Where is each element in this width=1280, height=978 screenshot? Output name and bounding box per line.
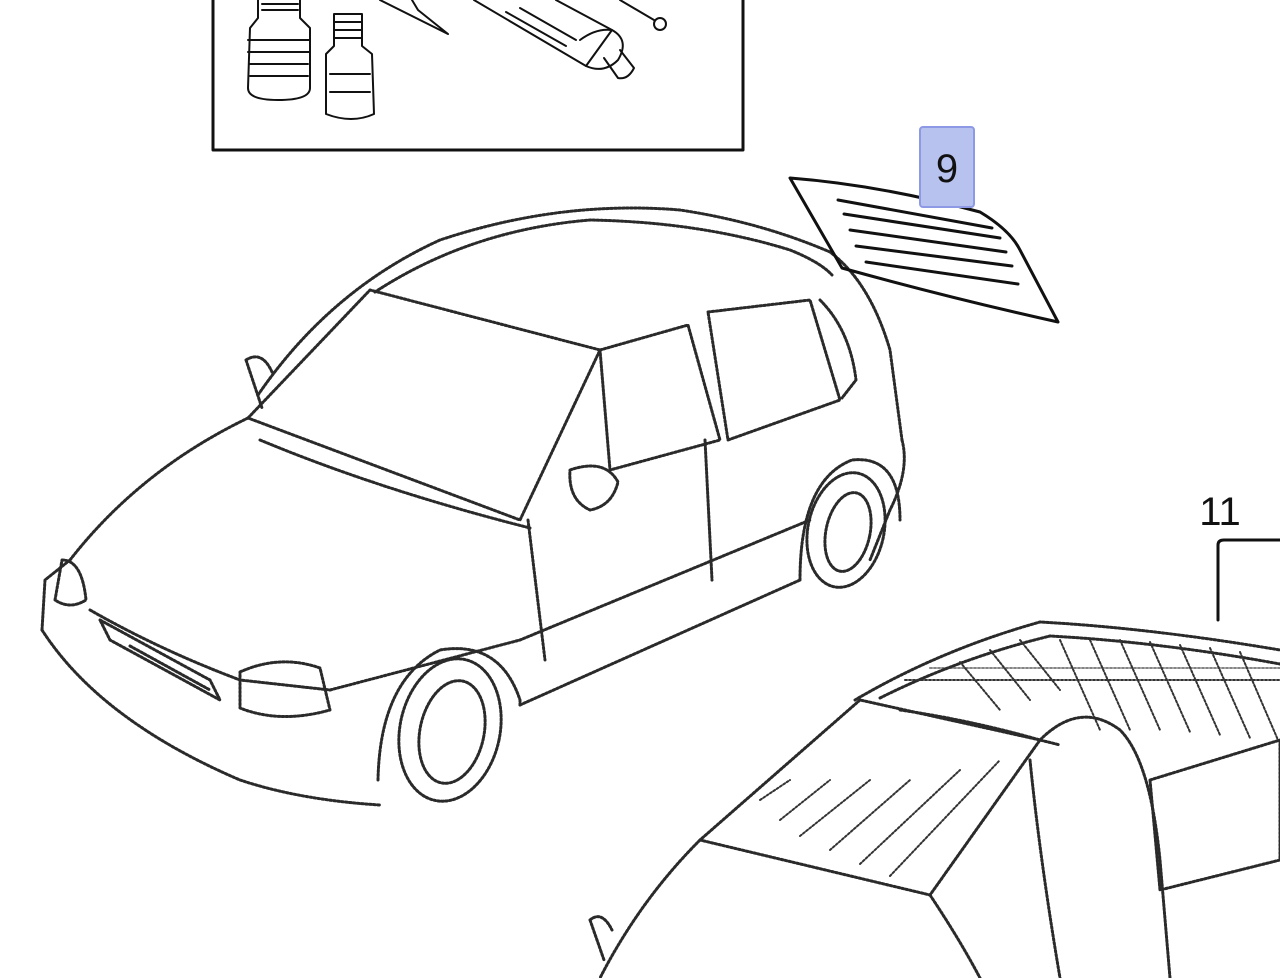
- callout-11[interactable]: 11: [1199, 490, 1280, 622]
- inset-frame: [211, 0, 745, 152]
- callout-9-label: 9: [936, 147, 958, 191]
- rear-window-glass: [788, 176, 1060, 324]
- callout-9[interactable]: 9: [919, 126, 975, 208]
- adhesive-cartridge-icon: [473, 0, 635, 80]
- car-rear-roof-outline: [588, 620, 1280, 978]
- callout-11-leader: [1216, 538, 1280, 622]
- primer-bottle-large-icon: [247, 0, 311, 101]
- nozzle-pin-icon: [619, 0, 667, 31]
- primer-bottle-small-icon: [325, 13, 375, 120]
- applicator-blade-icon: [379, 0, 449, 35]
- callout-11-label: 11: [1199, 490, 1241, 534]
- adhesive-kit-inset: [211, 0, 745, 152]
- hatchback-car-outline: [40, 206, 906, 807]
- callout-9-highlight: [919, 126, 975, 208]
